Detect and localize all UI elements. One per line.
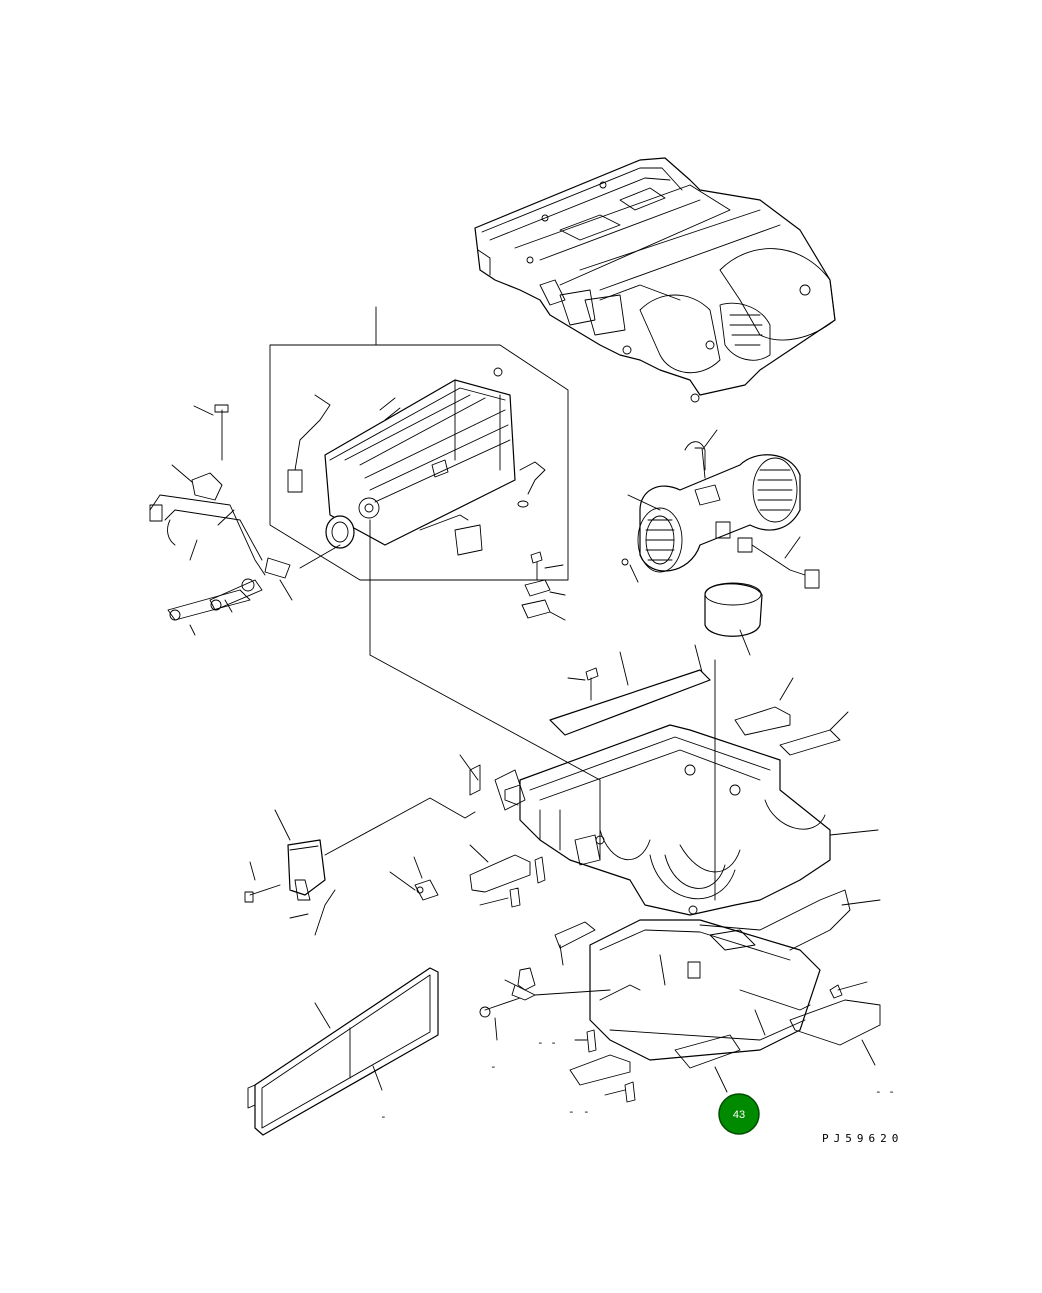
air-filter-panel <box>247 967 439 1136</box>
stray-mark-1: - - <box>537 1036 557 1049</box>
lower-case-housing <box>459 644 881 1061</box>
evaporator-subassembly <box>269 306 569 581</box>
control-unit-and-links <box>244 797 546 936</box>
reference-lines <box>369 519 716 901</box>
callout-circle <box>718 1093 760 1135</box>
stray-mark-3: - <box>380 1110 387 1123</box>
blower-motor-assembly <box>621 429 820 656</box>
piping-and-fittings <box>149 404 341 636</box>
part-callout-43[interactable]: 43 <box>718 1093 760 1135</box>
right-brackets <box>734 677 881 1066</box>
stray-mark-5: - - <box>875 1085 895 1098</box>
drawing-code: PJ59620 <box>822 1132 903 1145</box>
bottom-fasteners <box>479 921 741 1103</box>
stray-mark-4: - <box>568 1105 575 1118</box>
stray-mark-6: - <box>583 1105 590 1118</box>
screws-and-clips <box>521 551 599 701</box>
callout-label: 43 <box>733 1109 745 1121</box>
stray-mark-2: - <box>490 1060 497 1073</box>
ac-unit-assembly <box>474 157 836 403</box>
